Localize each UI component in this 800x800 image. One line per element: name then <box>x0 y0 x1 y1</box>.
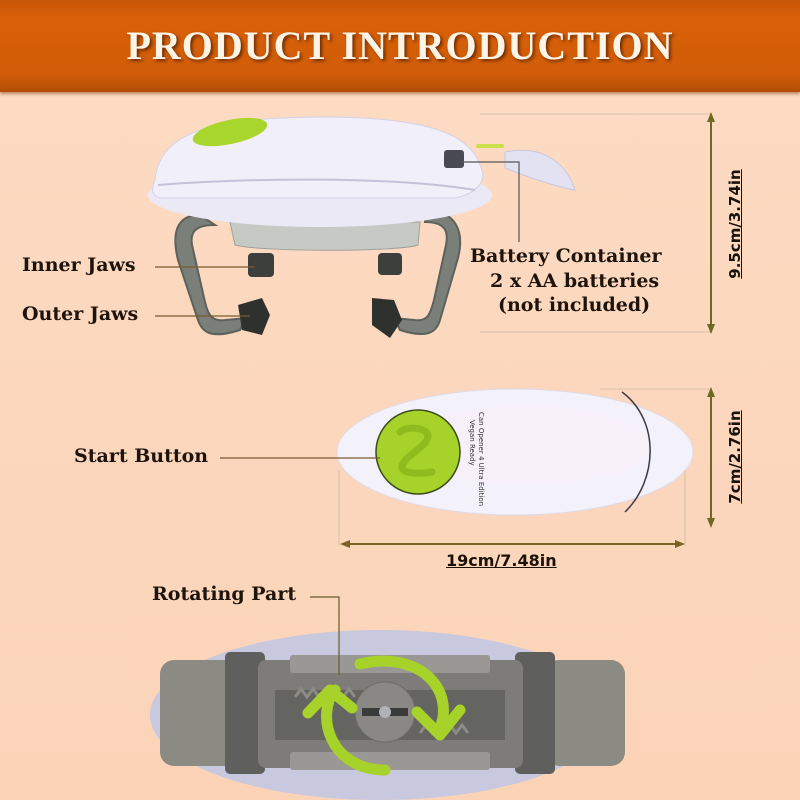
svg-text:Vegan Ready: Vegan Ready <box>468 420 476 466</box>
battery-count-label: 2 x AA batteries <box>490 270 660 292</box>
rotating-part-label: Rotating Part <box>152 583 297 605</box>
battery-note-label: (not included) <box>498 294 651 316</box>
battery-container-label: Battery Container <box>470 245 662 267</box>
page-title: PRODUCT INTRODUCTION <box>126 23 674 68</box>
start-button-label: Start Button <box>74 445 209 467</box>
outer-jaws-label: Outer Jaws <box>22 303 139 325</box>
svg-text:Can Opener 4 Ultra Edition: Can Opener 4 Ultra Edition <box>477 412 485 506</box>
header-banner: PRODUCT INTRODUCTION <box>0 0 800 92</box>
width-dimension: 19cm/7.48in <box>446 551 557 570</box>
inner-jaws-label: Inner Jaws <box>22 254 136 276</box>
